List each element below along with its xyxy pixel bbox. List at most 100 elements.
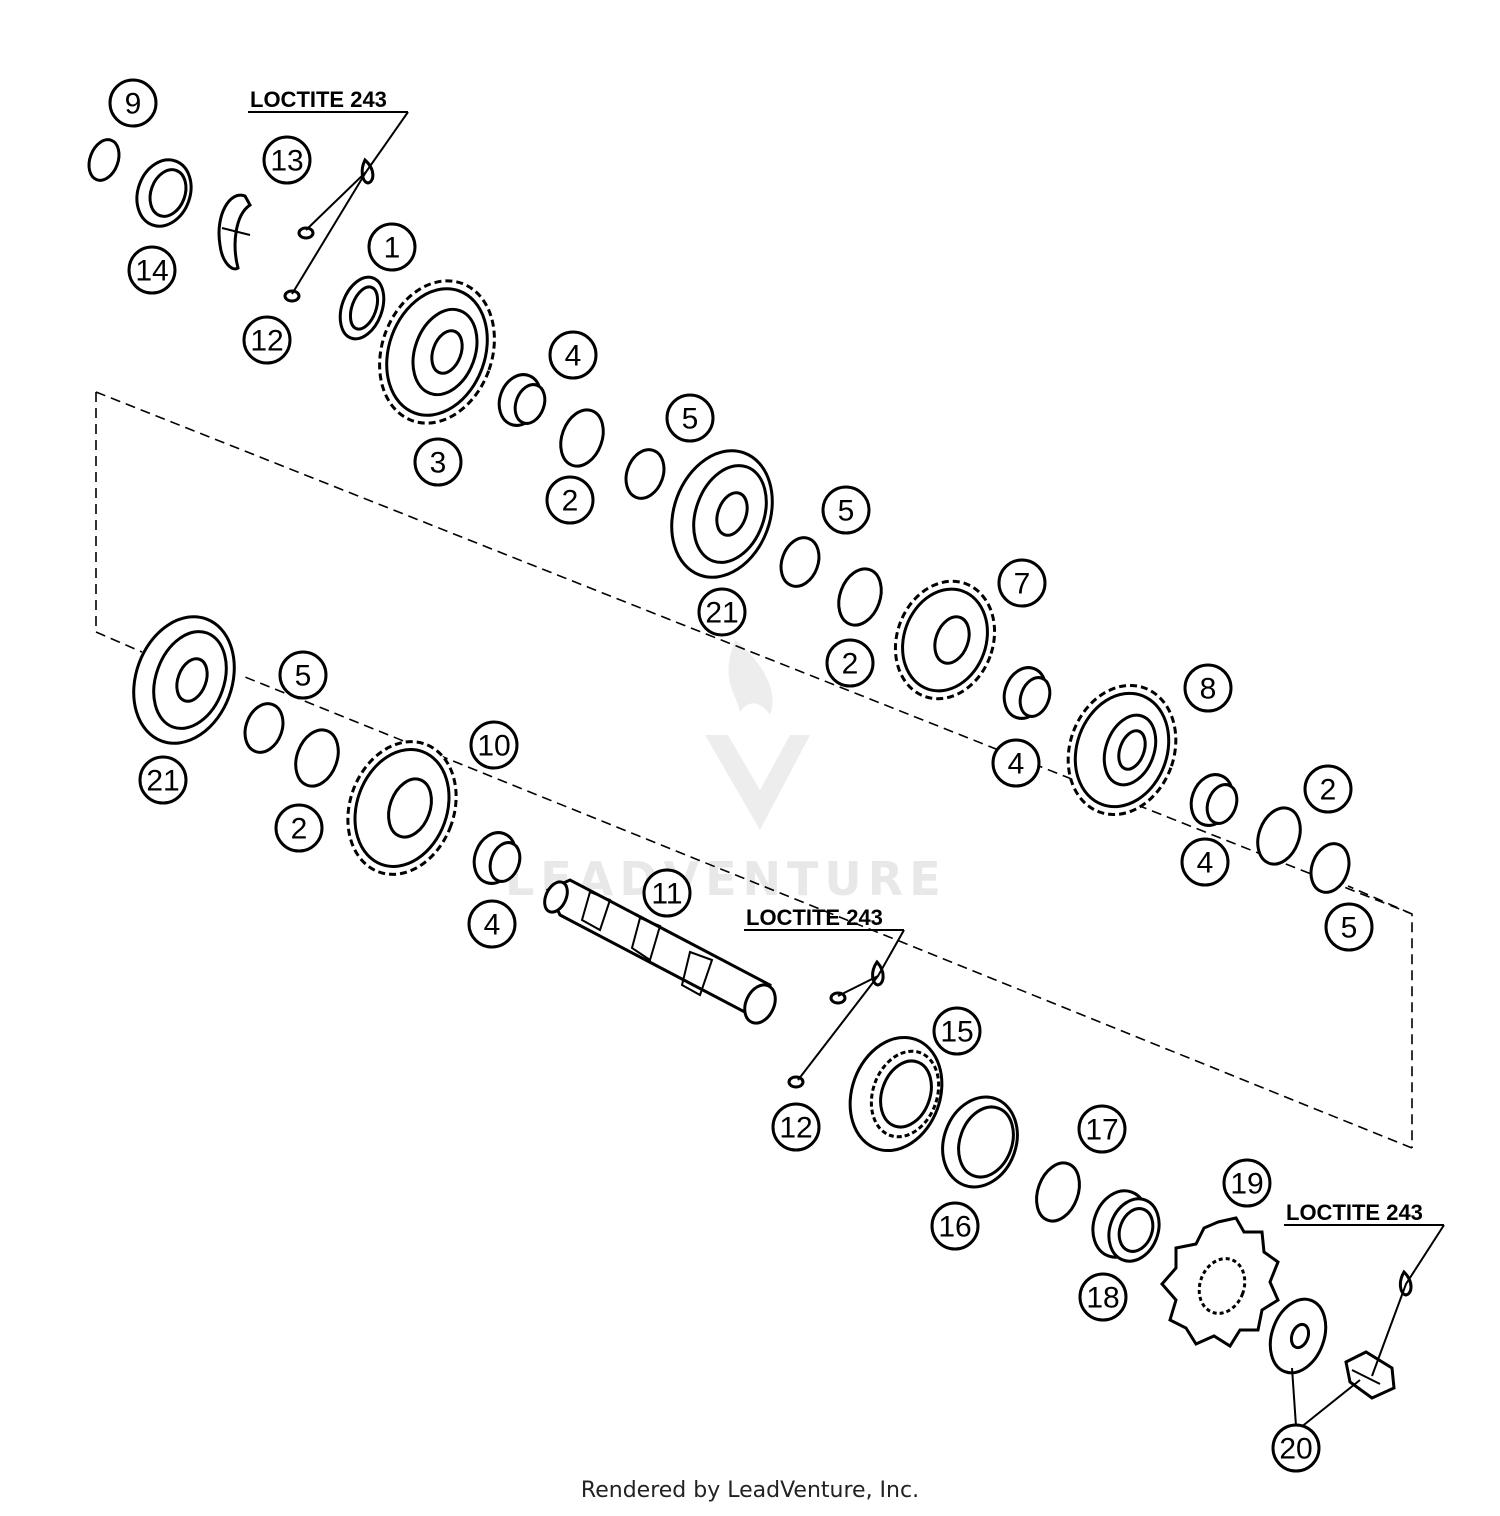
callout-label: 5 (295, 660, 312, 693)
callout-label: 12 (779, 1112, 812, 1145)
callout-label: 16 (938, 1211, 971, 1244)
loctite-note-middle: LOCTITE 243 (744, 905, 905, 1081)
callout-label: 8 (1200, 673, 1217, 706)
needle-bearing-part (1002, 666, 1052, 720)
ball-bearing-part (848, 1035, 944, 1153)
retaining-bracket-part (217, 193, 252, 271)
circlip-part (779, 536, 821, 588)
callout-label: 2 (842, 648, 859, 681)
gear-part (1066, 683, 1178, 817)
loctite-label: LOCTITE 243 (1286, 1200, 1423, 1225)
callout-11: 11 (642, 868, 692, 918)
callout-label: 5 (682, 403, 699, 436)
gear-part (346, 740, 458, 876)
callout-label: 2 (562, 485, 579, 518)
shaft-seal-part (941, 1095, 1019, 1189)
callout-4: 4 (1180, 837, 1230, 887)
washer-part (837, 567, 883, 627)
gear-wheel-part (670, 449, 774, 579)
watermark: LEADVENTURE (505, 640, 941, 906)
callout-4: 4 (548, 330, 598, 380)
needle-bearing-part (497, 373, 547, 427)
callout-label: 5 (1341, 912, 1358, 945)
callout-8: 8 (1183, 663, 1233, 713)
callout-15: 15 (932, 1006, 982, 1056)
callout-label: 15 (940, 1016, 973, 1049)
loctite-label: LOCTITE 243 (746, 905, 883, 930)
loctite-note-bottom: LOCTITE 243 (1284, 1200, 1445, 1377)
spacer-bushing-part (1091, 1189, 1161, 1263)
callout-label: 20 (1279, 1433, 1312, 1466)
countershaft-part (543, 878, 777, 1025)
callout-7: 7 (997, 558, 1047, 608)
callout-10: 10 (469, 720, 519, 770)
assembly-dash-outline (95, 391, 1413, 1148)
callout-label: 14 (135, 255, 168, 288)
circlip-part (87, 138, 121, 182)
sprocket-washer-part (1268, 1297, 1328, 1375)
callout-label: 21 (705, 597, 738, 630)
callout-label: 2 (291, 813, 308, 846)
callout-17: 17 (1077, 1104, 1127, 1154)
callout-label: 3 (430, 447, 447, 480)
o-ring-part (1035, 1161, 1081, 1223)
callout-14: 14 (127, 245, 177, 295)
callout-20-leader (1299, 1379, 1361, 1429)
bearing-part (135, 158, 193, 228)
callout-label: 12 (250, 325, 283, 358)
callout-21: 21 (697, 587, 747, 637)
callout-label: 10 (477, 730, 510, 763)
callout-13: 13 (262, 135, 312, 185)
callout-5: 5 (278, 650, 328, 700)
callout-5: 5 (665, 393, 715, 443)
sprocket-part (1160, 1216, 1280, 1349)
callout-label: 4 (1197, 847, 1214, 880)
callout-12: 12 (242, 315, 292, 365)
washer-part (1256, 806, 1302, 866)
callout-label: 19 (1230, 1168, 1263, 1201)
callout-3: 3 (413, 437, 463, 487)
thrust-washer-part (338, 275, 386, 341)
callout-2: 2 (1303, 764, 1353, 814)
loctite-label: LOCTITE 243 (250, 87, 387, 112)
callout-5: 5 (821, 485, 871, 535)
callout-label: 2 (1320, 774, 1337, 807)
callout-label: 21 (146, 765, 179, 798)
render-credit: Rendered by LeadVenture, Inc. (580, 1478, 920, 1503)
screw-part (283, 226, 315, 303)
callout-label: 1 (384, 232, 401, 265)
callout-5: 5 (1324, 902, 1374, 952)
callout-4: 4 (467, 899, 517, 949)
callout-9: 9 (108, 78, 158, 128)
circlip-part (243, 702, 285, 754)
callout-label: 4 (484, 909, 501, 942)
callout-label: 13 (270, 145, 303, 178)
callout-label: 5 (838, 495, 855, 528)
callout-label: 4 (1008, 748, 1025, 781)
callout-20-leader (1291, 1367, 1297, 1427)
callout-label: 7 (1014, 568, 1031, 601)
gear-part (378, 279, 496, 425)
callout-2: 2 (825, 638, 875, 688)
screw-part (787, 991, 847, 1089)
callout-2: 2 (274, 803, 324, 853)
loctite-note-top: LOCTITE 243 (248, 87, 409, 295)
callout-2: 2 (545, 475, 595, 525)
gear-wheel-part (132, 615, 236, 745)
callout-label: 17 (1085, 1114, 1118, 1147)
callout-label: 11 (651, 878, 682, 911)
washer-part (559, 408, 605, 468)
assembly-dash-return (239, 674, 1413, 1149)
callout-label: 18 (1086, 1282, 1119, 1315)
needle-bearing-part (1189, 773, 1239, 827)
circlip-part (624, 448, 666, 500)
circlip-part (1309, 842, 1351, 894)
needle-bearing-part (472, 831, 522, 885)
callout-19: 19 (1222, 1158, 1272, 1208)
callout-16: 16 (930, 1201, 980, 1251)
callout-label: 4 (565, 340, 582, 373)
gear-part (893, 579, 997, 701)
sprocket-bolt-part (1344, 1350, 1396, 1400)
callout-label: 9 (125, 88, 142, 121)
